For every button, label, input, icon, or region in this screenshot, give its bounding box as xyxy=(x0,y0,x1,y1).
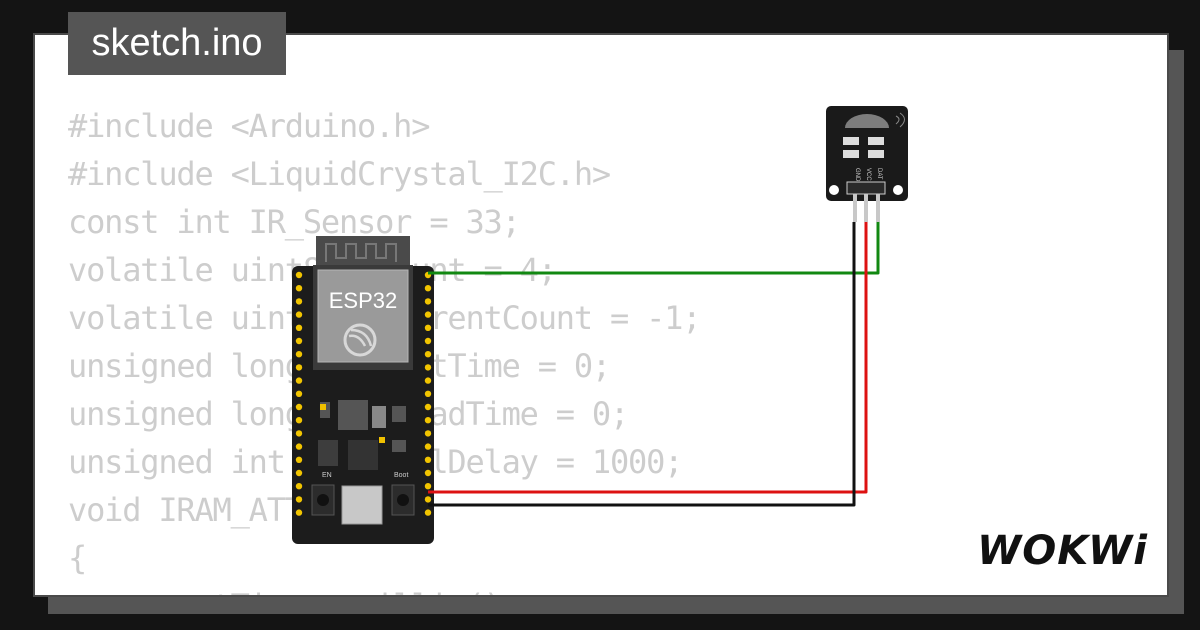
header-pin[interactable] xyxy=(424,430,432,437)
header-pin[interactable] xyxy=(295,417,303,424)
right-pin-header xyxy=(424,271,432,516)
header-pin[interactable] xyxy=(424,403,432,411)
header-pin[interactable] xyxy=(295,298,303,305)
header-pin[interactable] xyxy=(424,469,432,477)
header-pin[interactable] xyxy=(424,443,432,450)
header-pin[interactable] xyxy=(295,311,303,318)
code-line: #include <LiquidCrystal_I2C.h> xyxy=(68,155,611,193)
sensor-pin-vcc xyxy=(864,194,868,222)
code-line: const int IR_Sensor = 33; xyxy=(68,203,521,241)
board-label: ESP32 xyxy=(329,288,398,313)
espressif-icon xyxy=(343,323,377,357)
header-pin[interactable] xyxy=(424,285,432,292)
wire-ground[interactable] xyxy=(428,222,856,507)
left-pin-header xyxy=(295,271,303,516)
boot-label: Boot xyxy=(394,472,408,479)
wokwi-logo: WOKWi xyxy=(977,528,1148,574)
wire-power[interactable] xyxy=(428,222,868,494)
code-line: #include <Arduino.h> xyxy=(68,107,431,145)
header-pin[interactable] xyxy=(295,285,303,292)
wire-signal[interactable] xyxy=(428,222,880,275)
header-pin[interactable] xyxy=(424,351,432,358)
sensor-pin-header xyxy=(846,181,886,195)
en-button-cap xyxy=(317,494,329,506)
header-pin[interactable] xyxy=(295,390,303,397)
header-pin[interactable] xyxy=(295,351,303,358)
sensor-pin-gnd xyxy=(853,194,857,222)
ir-receiver-icon xyxy=(845,114,889,128)
header-pin[interactable] xyxy=(295,337,303,345)
en-label: EN xyxy=(322,472,332,479)
header-pin[interactable] xyxy=(295,430,303,437)
antenna-trace-icon xyxy=(325,243,397,262)
smd-resistor xyxy=(868,137,884,145)
board-antenna xyxy=(316,236,410,268)
header-pin[interactable] xyxy=(295,364,303,371)
usb-port xyxy=(341,485,383,525)
sensor-pin-label: GND xyxy=(854,168,860,182)
esp32-board[interactable]: ESP32 EN Boot xyxy=(292,236,434,544)
boot-button-cap xyxy=(397,494,409,506)
header-pin[interactable] xyxy=(295,509,303,516)
file-tab[interactable]: sketch.ino xyxy=(68,12,286,75)
led-icon xyxy=(320,404,326,410)
smd-resistor xyxy=(843,137,859,145)
sensor-pin-label: DAT xyxy=(876,168,882,180)
header-pin[interactable] xyxy=(424,298,432,305)
header-pin[interactable] xyxy=(295,324,303,331)
header-pin[interactable] xyxy=(424,483,432,490)
smd-resistor xyxy=(843,150,859,158)
header-pin[interactable] xyxy=(295,469,303,477)
preview-panel: #include <Arduino.h> #include <LiquidCrys… xyxy=(33,33,1169,597)
mount-hole xyxy=(893,185,903,195)
sensor-pin-dat xyxy=(876,194,880,222)
mount-hole xyxy=(829,185,839,195)
header-pin[interactable] xyxy=(424,377,432,384)
header-pin[interactable] xyxy=(424,324,432,331)
header-pin[interactable] xyxy=(424,496,432,503)
sensor-pcb xyxy=(826,106,908,201)
module-shield xyxy=(317,269,409,363)
header-pin[interactable] xyxy=(424,417,432,424)
header-pin[interactable] xyxy=(295,377,303,384)
header-pin[interactable] xyxy=(424,311,432,318)
signal-icon xyxy=(895,112,905,128)
header-pin[interactable] xyxy=(424,337,432,345)
header-pin[interactable] xyxy=(295,483,303,490)
header-pin[interactable] xyxy=(295,456,303,463)
header-pin[interactable] xyxy=(295,443,303,450)
header-pin[interactable] xyxy=(424,456,432,463)
sensor-pin-label: VCC xyxy=(865,168,871,181)
code-line: { xyxy=(68,539,87,577)
header-pin[interactable] xyxy=(424,364,432,371)
code-line: currentTime = millis(); xyxy=(68,582,700,595)
header-pin[interactable] xyxy=(295,403,303,411)
smd-resistor xyxy=(868,150,884,158)
header-pin[interactable] xyxy=(424,390,432,397)
header-pin[interactable] xyxy=(424,509,432,516)
header-pin[interactable] xyxy=(295,496,303,503)
led-icon xyxy=(379,437,385,443)
header-pin[interactable] xyxy=(295,271,303,279)
ir-sensor-module[interactable]: GND VCC DAT xyxy=(826,106,908,222)
